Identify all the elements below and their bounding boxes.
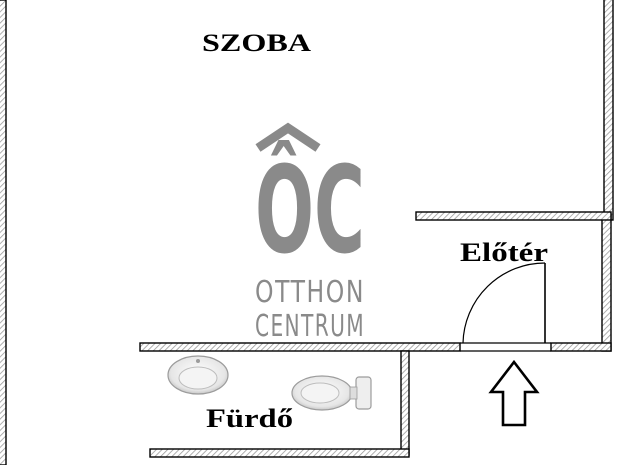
watermark-line2: CENTRUM <box>255 309 365 344</box>
wall-eloter-top <box>415 211 612 221</box>
wall-bath-top-right <box>550 342 612 352</box>
door-swing-icon <box>462 262 546 344</box>
sink-icon <box>167 355 229 395</box>
room-label-eloter: Előtér <box>460 238 548 267</box>
wall-right-upper <box>603 0 614 221</box>
wall-bath-right <box>400 350 410 456</box>
wall-bath-bottom <box>149 448 410 458</box>
room-label-szoba: SZOBA <box>202 30 311 57</box>
entrance-arrow-icon <box>488 359 540 427</box>
watermark-logo: ÔC OTTHON CENTRUM <box>255 122 365 344</box>
wall-bath-top-left <box>139 342 461 352</box>
wall-right-lower <box>601 213 612 352</box>
wall-left <box>0 0 7 465</box>
watermark-line1: OTTHON <box>255 275 365 310</box>
toilet-icon <box>291 375 372 411</box>
watermark-chevron-icon <box>255 122 321 152</box>
watermark-logo-letters: ÔC <box>255 141 365 281</box>
door <box>460 262 551 352</box>
room-label-furdo: Fürdő <box>206 404 293 433</box>
